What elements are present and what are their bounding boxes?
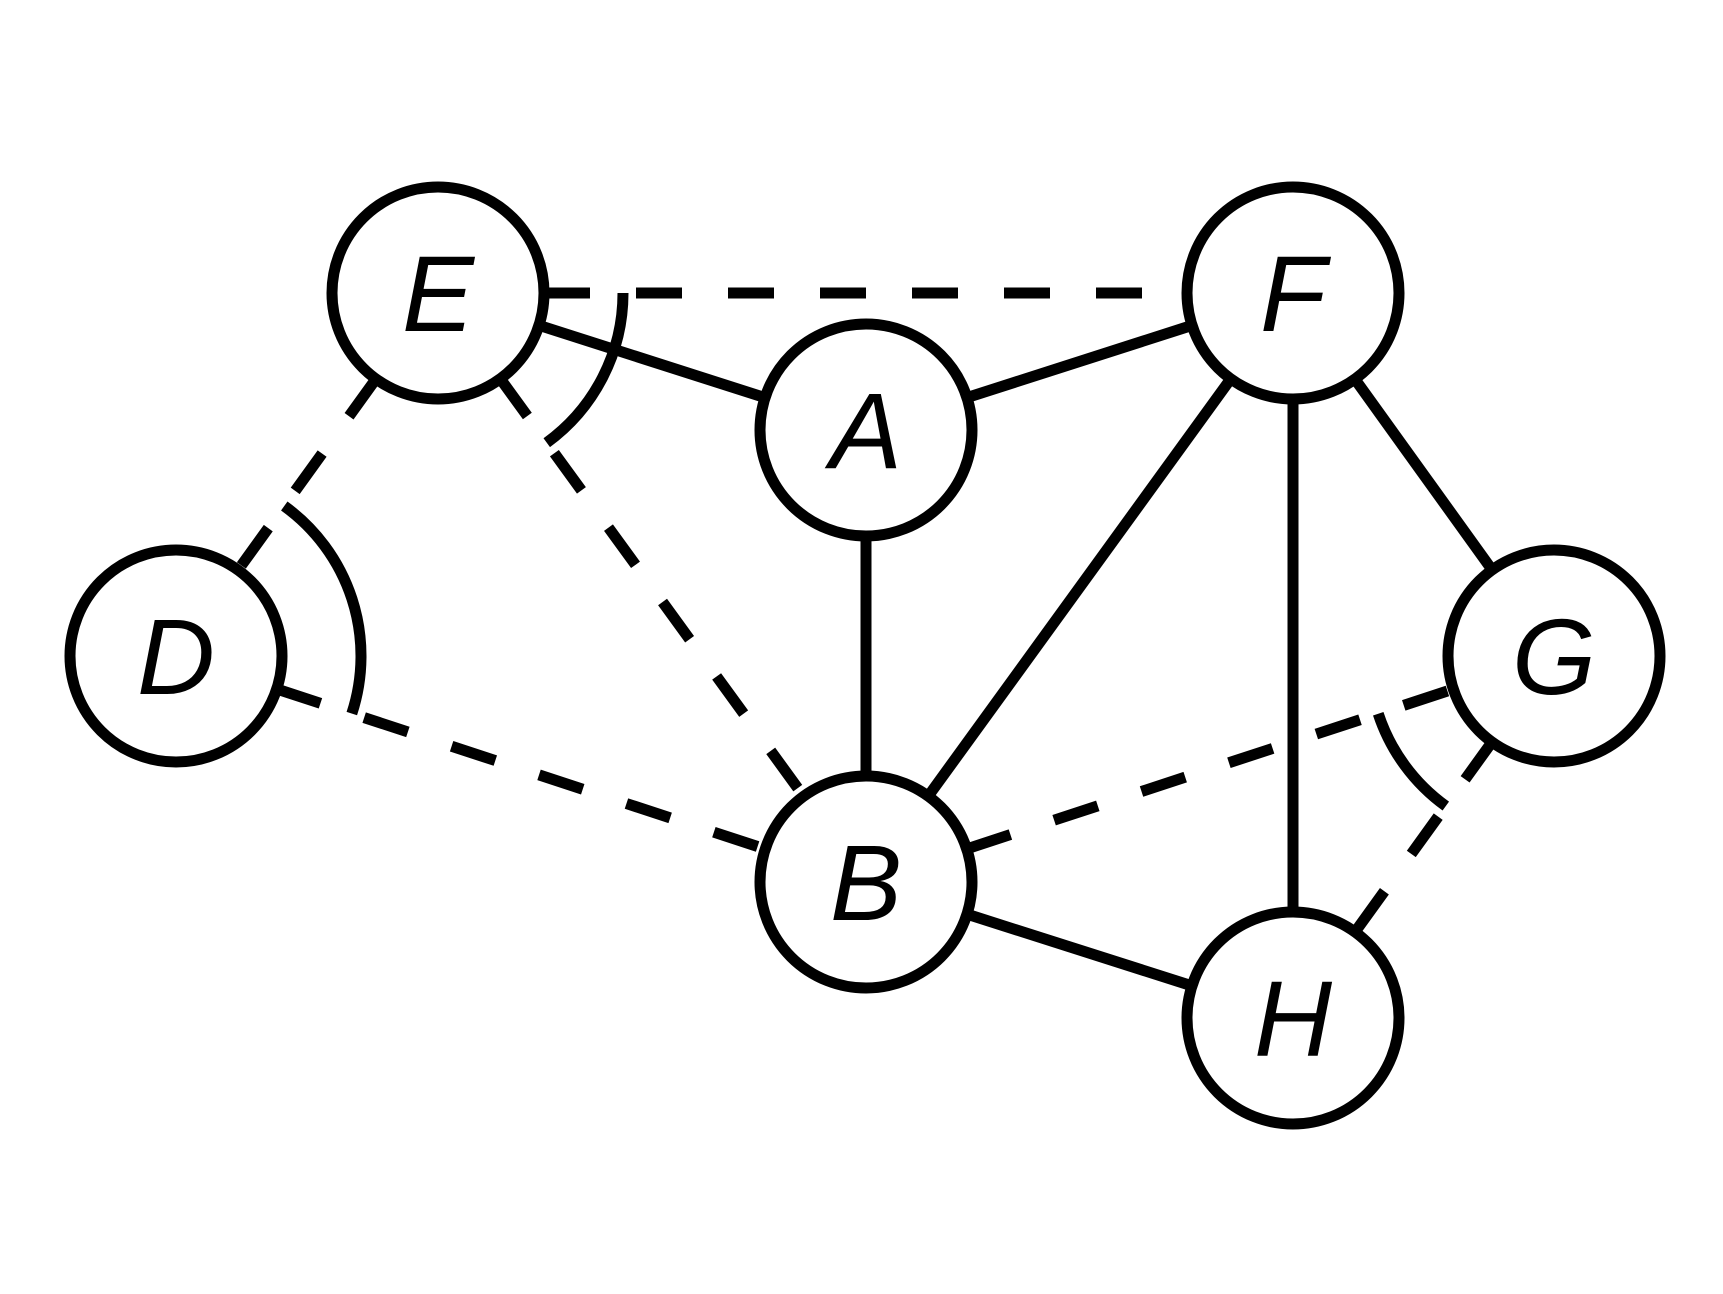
node-label: B bbox=[830, 822, 902, 943]
node-label: F bbox=[1260, 233, 1332, 354]
node-circle bbox=[754, 770, 978, 994]
node-a: A bbox=[754, 318, 978, 542]
edge-a-f bbox=[965, 320, 1194, 403]
edge-b-g bbox=[964, 683, 1456, 855]
node-h: H bbox=[1181, 906, 1405, 1130]
edge-g-h bbox=[1350, 738, 1497, 936]
nodes: A B D E F G H bbox=[64, 181, 1666, 1130]
angle-arcs bbox=[281, 292, 1450, 811]
node-circle bbox=[1181, 181, 1405, 405]
node-label: G bbox=[1512, 596, 1596, 717]
angle-arc-g bbox=[1373, 711, 1450, 811]
node-circle bbox=[64, 544, 288, 768]
node-g: G bbox=[1442, 544, 1666, 768]
node-d: D bbox=[64, 544, 288, 768]
node-label: D bbox=[137, 596, 215, 717]
edge-d-b bbox=[275, 683, 767, 855]
node-f: F bbox=[1181, 181, 1405, 405]
edge-b-h bbox=[965, 908, 1194, 992]
node-b: B bbox=[754, 770, 978, 994]
node-label: H bbox=[1254, 958, 1333, 1079]
node-circle bbox=[1442, 544, 1666, 768]
node-label: E bbox=[402, 233, 476, 354]
node-e: E bbox=[326, 181, 550, 405]
edge-f-g bbox=[1350, 375, 1497, 574]
node-label: A bbox=[824, 370, 902, 491]
node-circle bbox=[1181, 906, 1405, 1130]
angle-arc-d bbox=[281, 501, 367, 716]
node-circle bbox=[326, 181, 550, 405]
node-circle bbox=[754, 318, 978, 542]
edges bbox=[233, 287, 1497, 992]
edge-f-b bbox=[923, 375, 1236, 800]
edge-e-d bbox=[233, 375, 381, 574]
edge-e-a bbox=[537, 320, 767, 403]
angle-arc-e bbox=[543, 292, 629, 448]
